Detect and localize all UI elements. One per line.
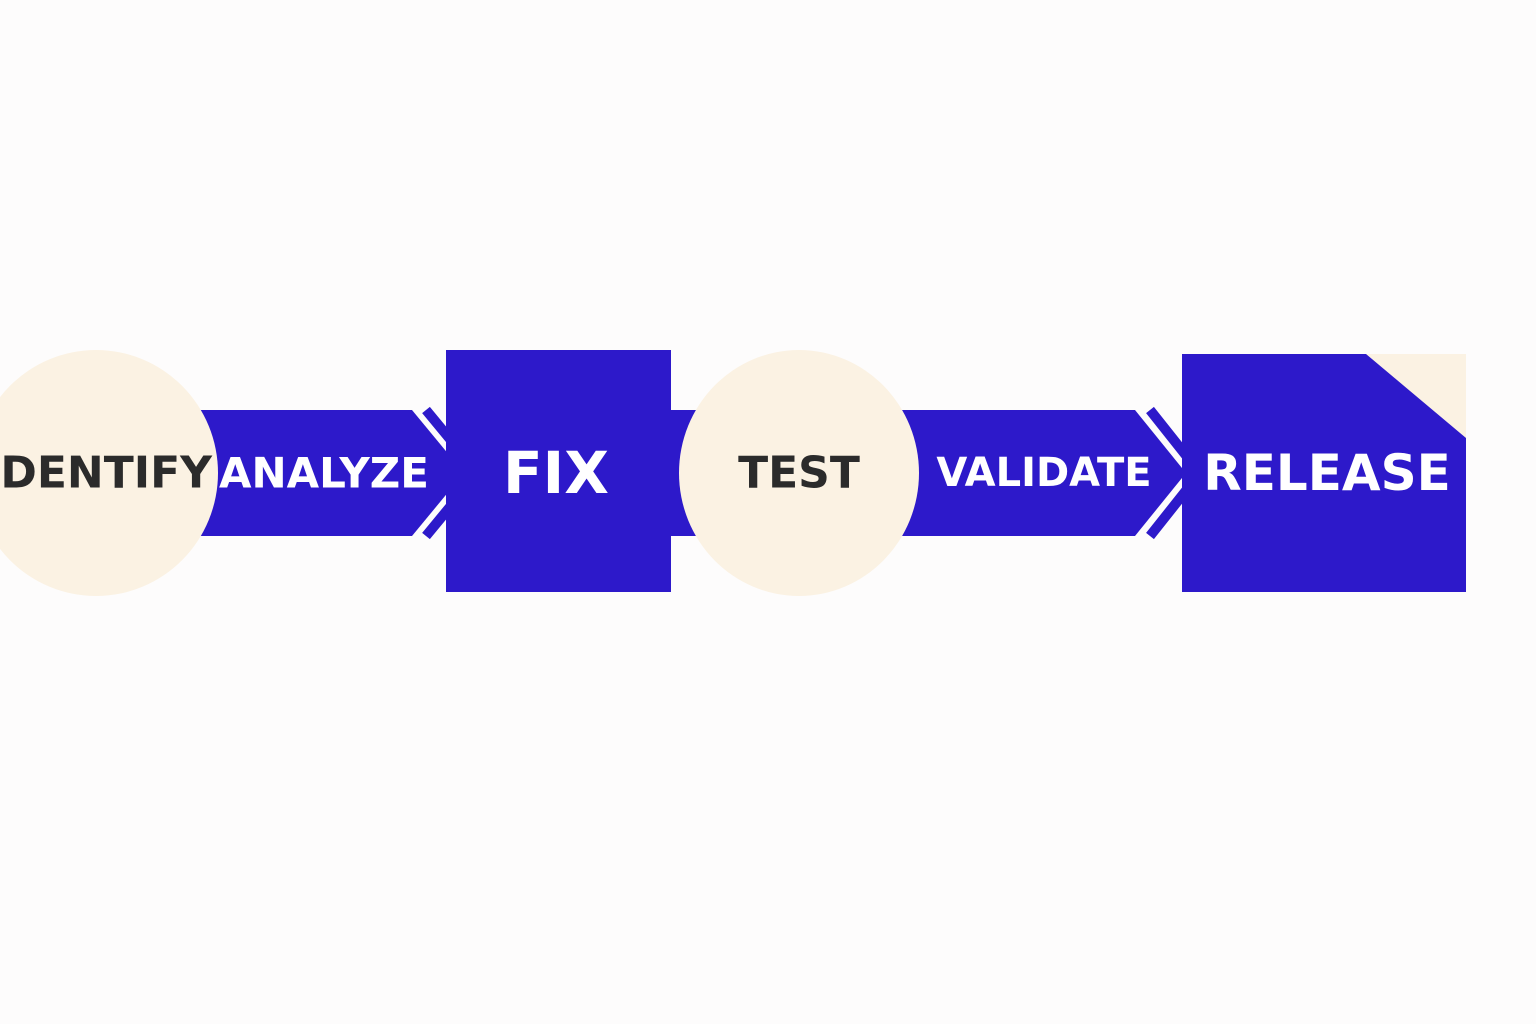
step-release: RELEASE: [1182, 354, 1466, 592]
step-label-test: TEST: [738, 448, 860, 499]
circle-shape-test: [679, 350, 919, 596]
step-validate: VALIDATE: [900, 406, 1207, 540]
arrow-shape-validate: [900, 410, 1186, 536]
step-identify: IDENTIFY: [0, 350, 218, 596]
step-label-release: RELEASE: [1203, 444, 1451, 502]
step-label-analyze: ANALYZE: [219, 449, 429, 498]
step-label-validate: VALIDATE: [936, 450, 1151, 496]
step-label-fix: FIX: [503, 439, 609, 507]
arrow-shape-analyze: [195, 410, 464, 536]
step-fix: FIX: [446, 350, 704, 592]
folded-corner-icon: [1366, 354, 1466, 438]
square-shape-fix: [446, 350, 671, 592]
step-analyze: ANALYZE: [195, 406, 485, 540]
step-label-identify: IDENTIFY: [0, 448, 213, 499]
circle-shape-identify: [0, 350, 218, 596]
step-test: TEST: [679, 350, 919, 596]
